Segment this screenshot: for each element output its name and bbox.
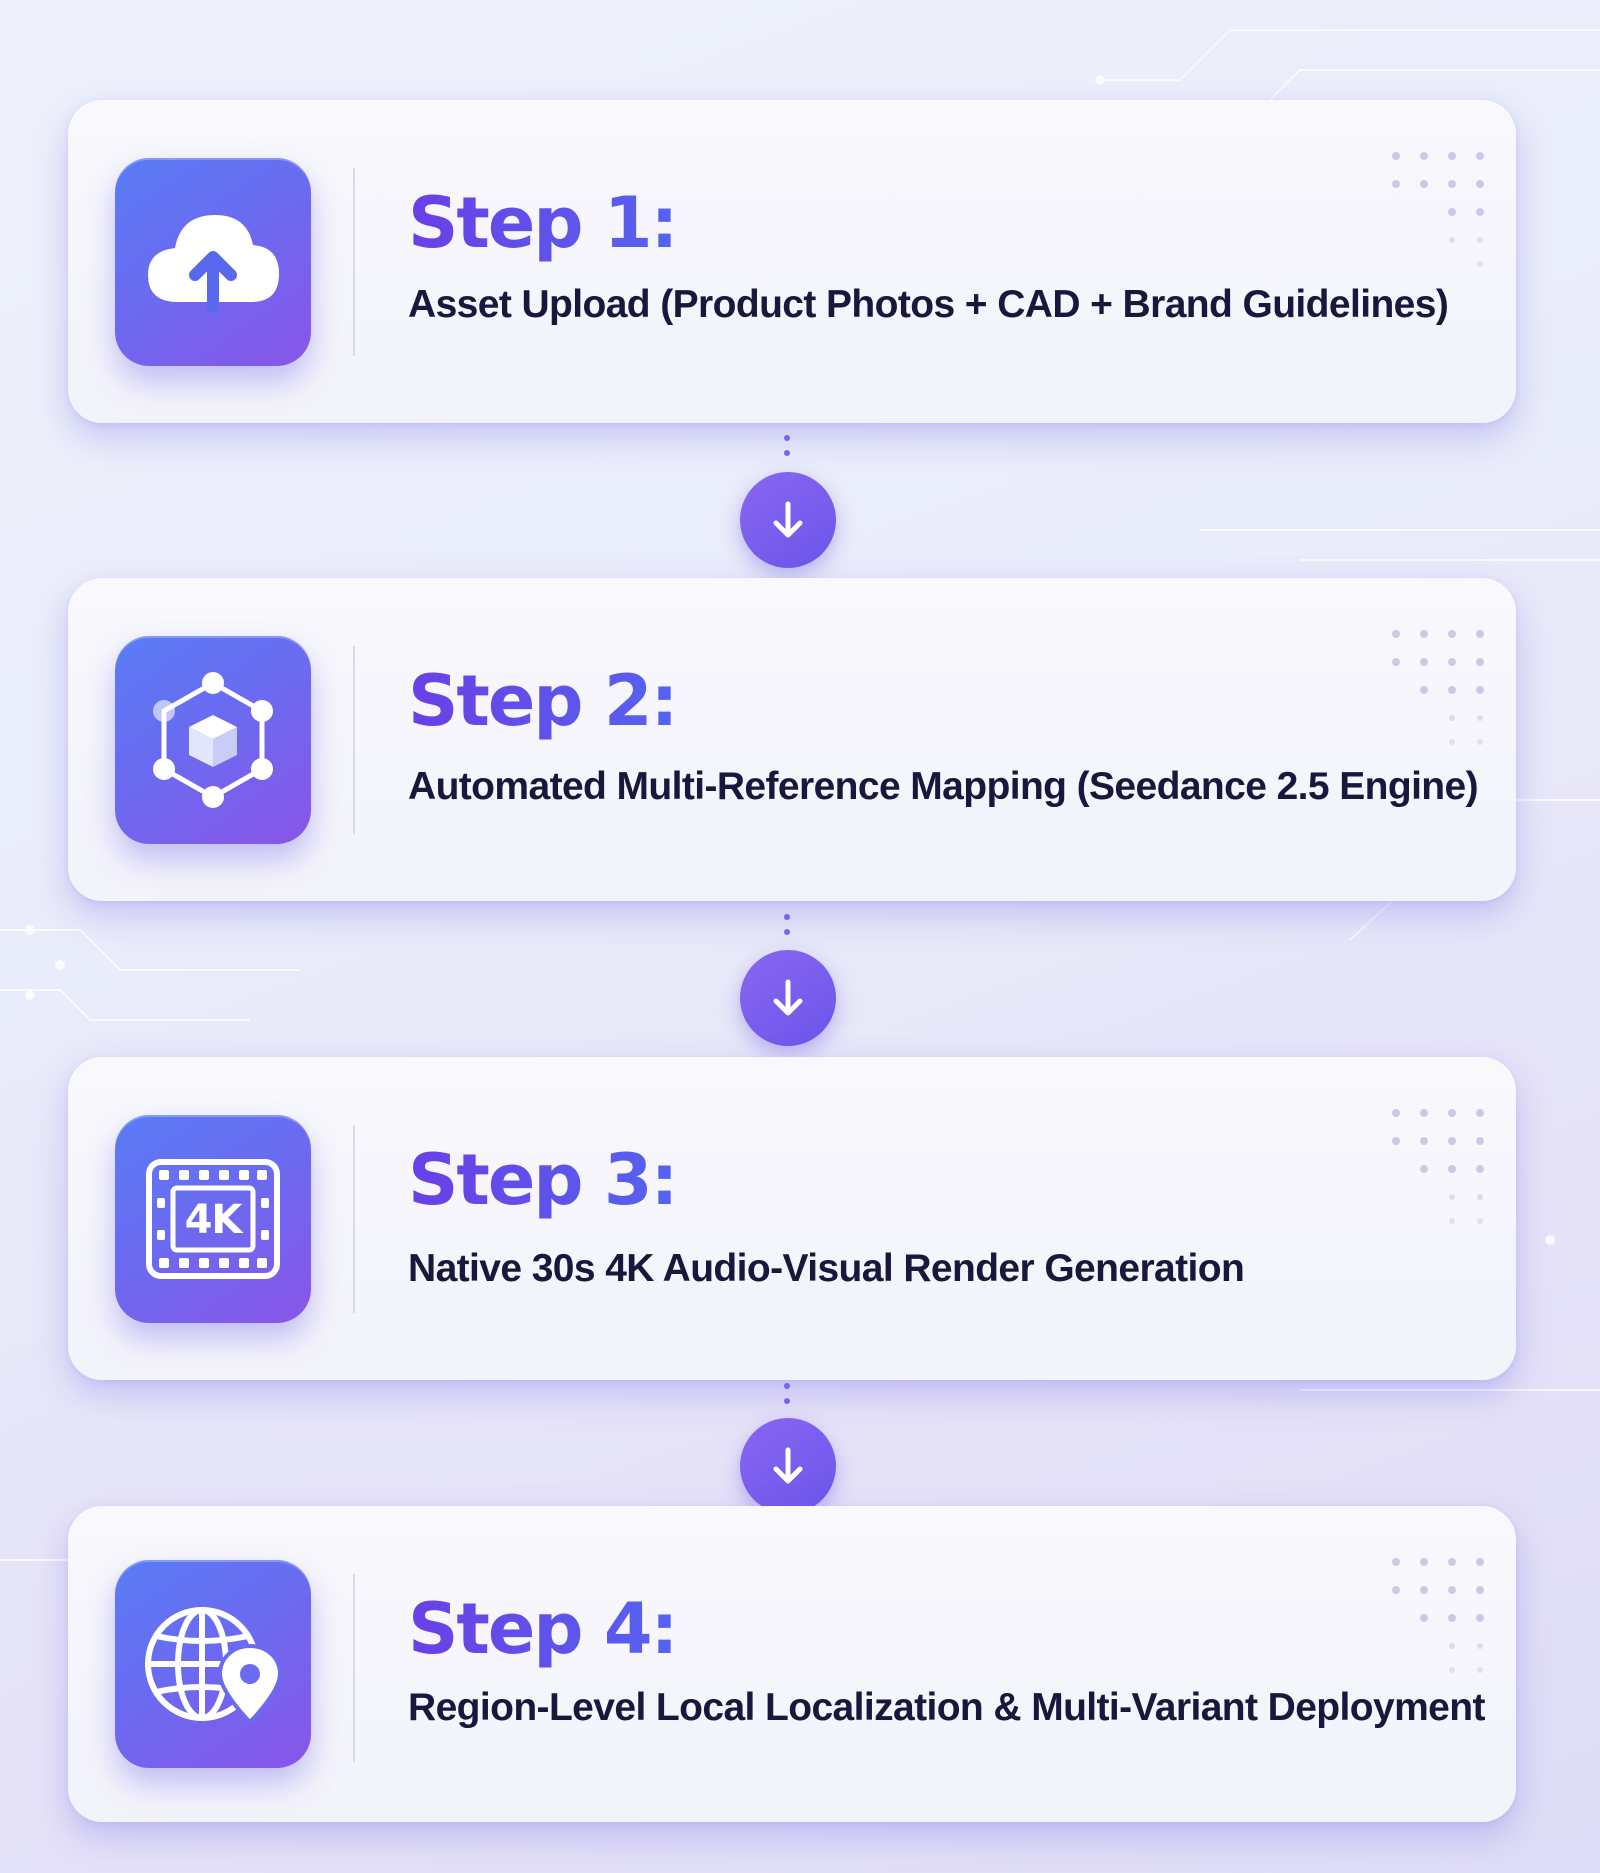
connector-arrow-1	[740, 472, 836, 568]
cloud-upload-icon	[148, 214, 279, 313]
step-4-divider	[353, 1574, 355, 1762]
film-4k-icon	[146, 1158, 280, 1279]
step-3-title: Step 3:	[408, 1139, 679, 1221]
step-4-title: Step 4:	[408, 1588, 679, 1670]
step-card-3: 4K Step 3: Native 30s 4K Audio-Visual Re…	[68, 1057, 1516, 1380]
step-1-icon-tile	[115, 157, 311, 366]
cube-network-icon	[153, 671, 273, 808]
step-1-divider	[353, 168, 355, 356]
connector-arrow-3	[740, 1418, 836, 1514]
step-3-icon-tile: 4K	[115, 1114, 311, 1323]
step-card-2: Step 2: Automated Multi-Reference Mappin…	[68, 578, 1516, 901]
step-2-divider	[353, 646, 355, 834]
connector-dot	[784, 450, 790, 456]
step-2-title: Step 2:	[408, 660, 679, 742]
connector-dot	[784, 435, 790, 441]
decorative-dots	[1392, 1558, 1484, 1673]
decorative-dots	[1392, 1109, 1484, 1224]
connector-arrow-2	[740, 950, 836, 1046]
connector-dot	[784, 1398, 790, 1404]
step-4-icon-tile	[115, 1560, 311, 1768]
step-3-description: Native 30s 4K Audio-Visual Render Genera…	[408, 1247, 1245, 1290]
step-3-divider	[353, 1125, 355, 1313]
step-2-icon-tile	[115, 635, 311, 844]
step-card-1: Step 1: Asset Upload (Product Photos + C…	[68, 100, 1516, 423]
globe-pin-icon	[145, 1607, 283, 1725]
connector-dot	[784, 929, 790, 935]
step-1-description: Asset Upload (Product Photos + CAD + Bra…	[408, 283, 1449, 326]
arrow-down-icon	[773, 979, 803, 1016]
decorative-dots	[1392, 630, 1484, 745]
step-1-title: Step 1:	[408, 182, 679, 264]
step-card-4: Step 4: Region-Level Local Localization …	[68, 1506, 1516, 1822]
step-4-description: Region-Level Local Localization & Multi-…	[408, 1686, 1485, 1729]
arrow-down-icon	[773, 1447, 803, 1484]
badge-4k: 4K	[184, 1196, 243, 1243]
step-2-description: Automated Multi-Reference Mapping (Seeda…	[408, 765, 1479, 808]
arrow-down-icon	[773, 501, 803, 538]
connector-dot	[784, 914, 790, 920]
decorative-dots	[1392, 152, 1484, 267]
connector-dot	[784, 1383, 790, 1389]
